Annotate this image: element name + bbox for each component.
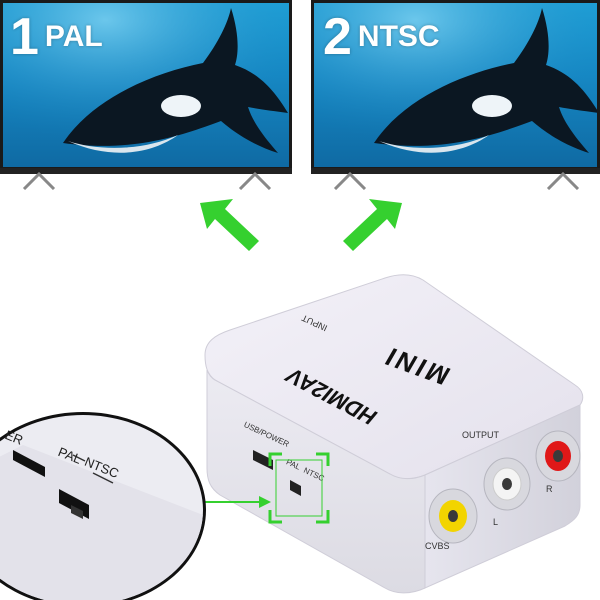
tv-number: 2 [323, 8, 352, 66]
tv-screen [311, 0, 600, 170]
tv-bezel [0, 168, 292, 174]
tv-standard: PAL [44, 20, 103, 53]
converter-device [204, 274, 584, 594]
rca-jack-red [535, 430, 581, 482]
tv-stand-left [333, 172, 367, 190]
tv-stand-right [546, 172, 580, 190]
rca-jack-yellow [428, 488, 478, 544]
arrow-up-right-icon [343, 199, 402, 251]
jack-r-label: R [546, 484, 553, 494]
switch-highlight-box [268, 452, 330, 524]
rca-jack-white [483, 457, 531, 511]
tv-stand-right [238, 172, 272, 190]
jack-l-label: L [493, 517, 499, 527]
arrow-up-left-icon [200, 199, 259, 251]
orca-image [3, 3, 289, 167]
tv-standard: NTSC [357, 20, 440, 53]
tv-stand-left [22, 172, 56, 190]
output-label: OUTPUT [462, 430, 499, 440]
tv-screen [0, 0, 292, 170]
tv-number: 1 [10, 8, 39, 66]
zoom-detail [0, 412, 206, 600]
zoom-device-detail [0, 445, 203, 600]
orca-image [314, 3, 597, 167]
jack-cvbs-label: CVBS [425, 541, 450, 551]
tv-bezel [311, 168, 600, 174]
